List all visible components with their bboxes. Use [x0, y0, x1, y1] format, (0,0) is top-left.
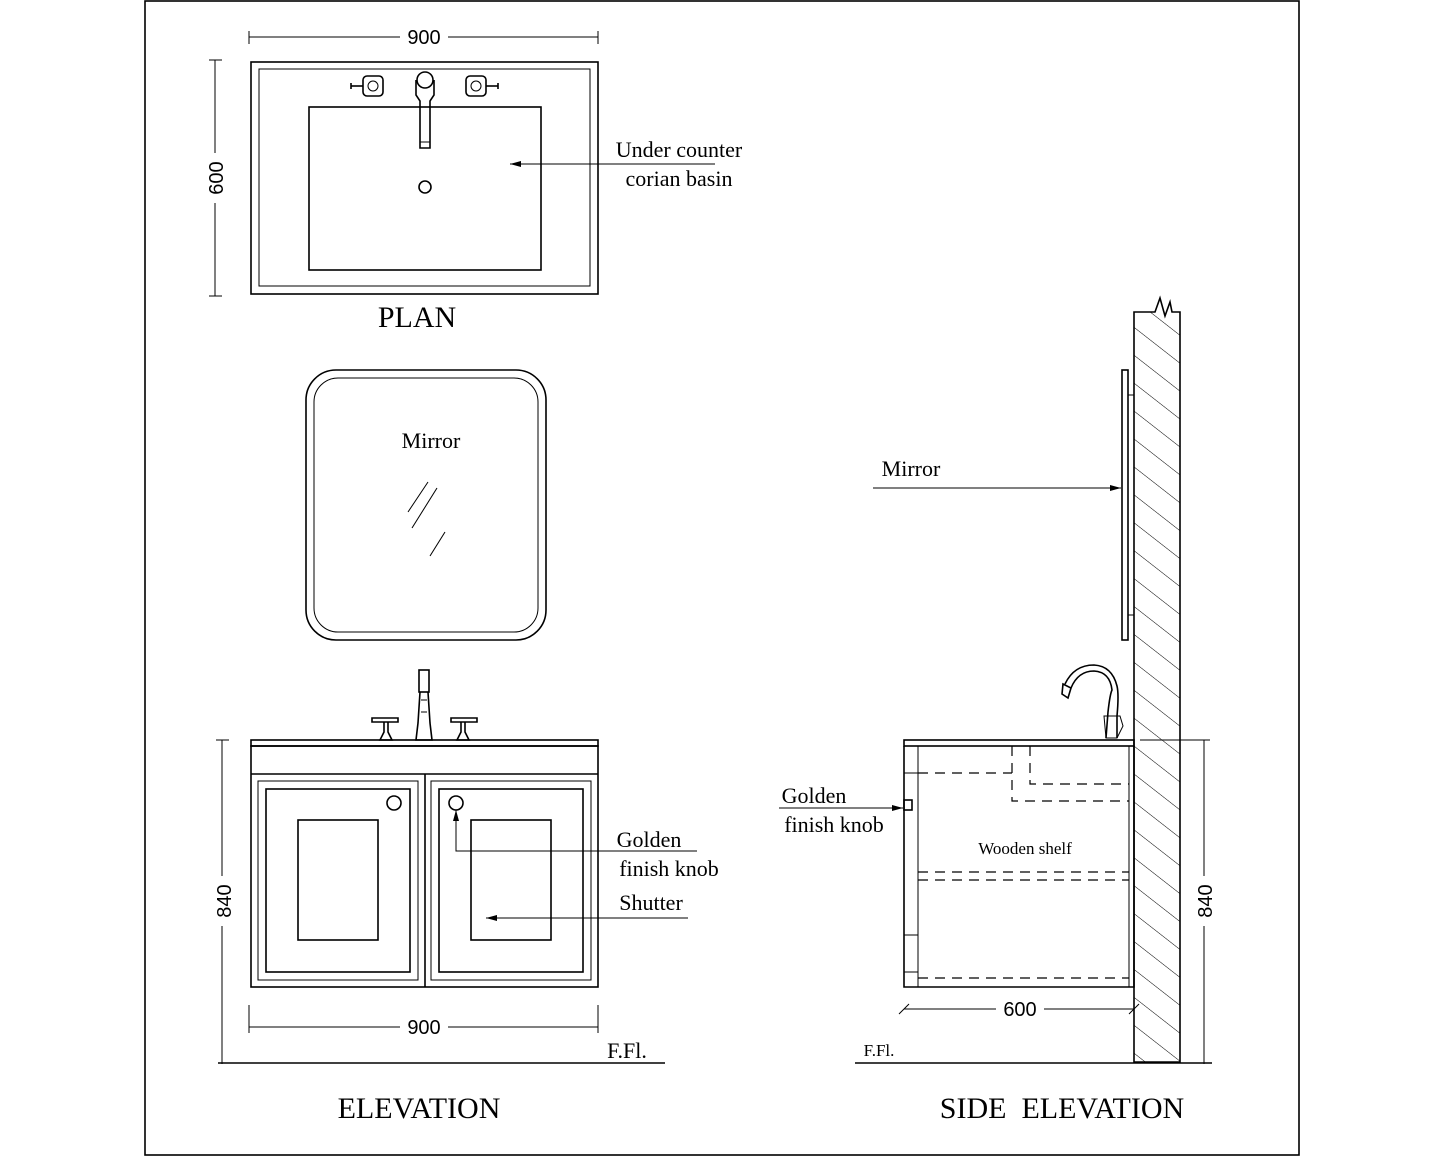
side-depth-dimension: 600 — [898, 999, 1140, 1021]
side-floor-label: F.Fl. — [864, 1041, 895, 1060]
tap-handle-icon — [350, 75, 384, 97]
side-elevation-title: SIDE ELEVATION — [940, 1092, 1184, 1125]
plan-dim-depth: 600 — [206, 161, 228, 194]
shutter-left — [257, 780, 419, 981]
plan-counter-outer — [250, 61, 599, 295]
side-knob-label-line1: Golden — [782, 783, 847, 808]
side-knob-label-line2: finish knob — [784, 812, 884, 837]
plan-view: 900 600 — [204, 26, 743, 334]
plan-title: PLAN — [378, 301, 456, 334]
wall-section — [1133, 295, 1181, 1063]
faucet-icon — [415, 669, 433, 741]
plan-width-dimension: 900 — [248, 26, 599, 49]
plan-basin — [308, 106, 542, 271]
tap-handle-icon — [371, 717, 399, 741]
side-elevation-view: Mirror Wooden shelf Golden finish knob — [779, 295, 1217, 1125]
basin-label-line2: corian basin — [626, 166, 733, 191]
plan-dim-width: 900 — [407, 27, 440, 49]
elevation-title: ELEVATION — [338, 1092, 501, 1125]
knob-icon — [903, 799, 913, 811]
shutter-label: Shutter — [619, 890, 683, 915]
mirror-side — [1121, 369, 1129, 641]
wooden-shelf-label: Wooden shelf — [978, 839, 1072, 858]
elevation-dim-width: 900 — [407, 1017, 440, 1039]
side-cabinet — [903, 746, 1135, 988]
plan-counter-inner — [258, 68, 591, 287]
elevation-view: Mirror — [211, 369, 719, 1125]
basin-hidden-outline — [1011, 746, 1129, 802]
shutter-right — [430, 780, 592, 981]
faucet-icon — [415, 71, 435, 149]
sheet-border — [144, 0, 1300, 1156]
side-countertop — [903, 739, 1135, 747]
knob-label-line1: Golden — [617, 827, 682, 852]
elevation-height-dimension: 840 — [211, 739, 236, 1064]
mirror-label-front: Mirror — [402, 428, 461, 453]
elevation-floor-label: F.Fl. — [607, 1038, 647, 1063]
side-height-dimension: 840 — [1140, 739, 1217, 1064]
side-dim-depth: 600 — [1003, 999, 1036, 1021]
elevation-dim-height: 840 — [214, 884, 236, 917]
faucet-icon — [1061, 664, 1124, 739]
mirror-label-side: Mirror — [882, 456, 941, 481]
side-dim-height: 840 — [1195, 884, 1217, 917]
knob-icon — [448, 795, 464, 811]
vanity-countertop — [250, 739, 599, 747]
drain-icon — [418, 180, 432, 194]
basin-label-line1: Under counter — [616, 137, 743, 162]
knob-label-leader — [453, 810, 697, 852]
knob-label-line2: finish knob — [619, 856, 719, 881]
knob-icon — [386, 795, 402, 811]
tap-handle-icon — [450, 717, 478, 741]
tap-handle-icon — [465, 75, 499, 97]
plan-depth-dimension: 600 — [204, 59, 228, 297]
mirror-front — [305, 369, 547, 641]
elevation-width-dimension: 900 — [248, 1005, 599, 1039]
